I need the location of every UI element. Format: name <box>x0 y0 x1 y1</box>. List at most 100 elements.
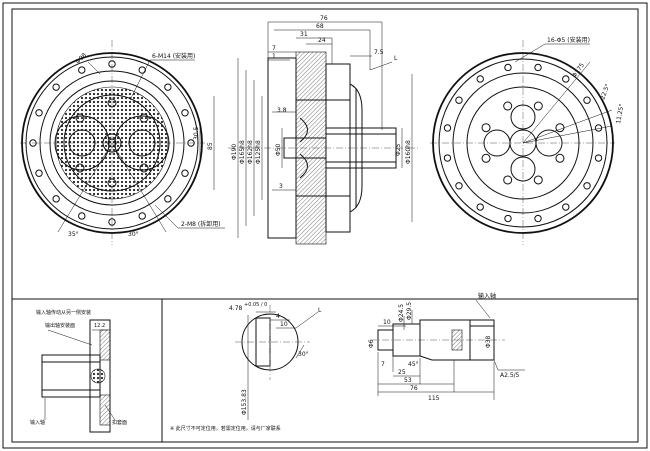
shaft-len-25: 25 <box>398 369 406 376</box>
rear-mounting-hole <box>443 154 452 162</box>
front-dim-85: 85 <box>207 142 214 150</box>
rear-hole-label: 16-Φ5 (安装用) <box>547 36 590 44</box>
shaft-len-7: 7 <box>381 361 385 368</box>
side-leader-l: L <box>394 55 398 62</box>
detail-view <box>235 305 319 420</box>
side-top-dim: 7.5 <box>374 49 384 56</box>
front-mounting-hole <box>29 139 37 147</box>
rear-mounting-hole <box>504 214 512 223</box>
rear-mounting-hole <box>583 96 591 104</box>
side-top-dim: 1 <box>272 53 276 60</box>
shaft-len-53: 53 <box>404 377 412 384</box>
front-mounting-hole <box>78 212 86 220</box>
rear-mounting-hole <box>455 96 463 104</box>
rear-inner-hole <box>503 175 513 185</box>
rear-mounting-hole <box>455 182 463 190</box>
detail-leader-l: L <box>318 307 322 314</box>
rear-mounting-hole <box>504 63 512 72</box>
rear-mounting-hole <box>583 182 591 190</box>
front-mounting-hole <box>181 169 189 177</box>
front-mounting-hole <box>181 109 189 117</box>
side-dia-190: Φ190 <box>231 144 238 160</box>
front-mounting-hole <box>187 139 195 147</box>
front-dim-30-5: 30.5 <box>193 126 200 140</box>
front-mounting-hole <box>35 109 43 117</box>
front-mounting-hole <box>108 60 116 68</box>
side-dia-160: Φ160h8 <box>405 140 412 164</box>
rear-mounting-hole <box>534 214 542 223</box>
rear-mounting-hole <box>594 154 603 162</box>
side-top-dim: 68 <box>316 23 324 30</box>
shaft-angle: 45° <box>408 361 419 368</box>
detail-dim-10: 10 <box>280 321 288 328</box>
rear-inner-hole <box>481 153 491 163</box>
front-mounting-hole <box>78 66 86 74</box>
rear-mounting-hole <box>443 124 452 132</box>
inner-frame <box>11 8 639 443</box>
side-dia-25: Φ25 <box>395 143 402 156</box>
inset-title: 输入轴传动从另一侧安装 <box>36 309 91 316</box>
side-dim-3: 3 <box>279 183 283 190</box>
front-mounting-hole <box>108 218 116 226</box>
side-top-dim: 31 <box>300 31 308 38</box>
shaft-center-hole: A2.5/5 <box>500 372 520 379</box>
detail-dim-4: 4 <box>276 313 280 320</box>
rear-inner-hole <box>481 123 491 133</box>
shaft-len-76: 76 <box>410 385 418 392</box>
front-bottom-label: 2-M8 (拆卸用) <box>181 220 221 228</box>
shaft-dia-29-5: Φ29.5 <box>406 302 413 320</box>
rear-angle-2: 11.25° <box>615 103 625 124</box>
rear-view <box>430 40 615 245</box>
shaft-len-115: 115 <box>428 395 440 402</box>
inset-bottom-label: 扣套面 <box>112 419 127 426</box>
front-view <box>20 40 225 245</box>
shaft-input-label: 输入轴 <box>478 292 496 300</box>
inset-input-label: 输入轴 <box>30 419 45 426</box>
front-mounting-hole <box>52 195 60 203</box>
detail-note: ※ 此尺寸不可定位用，若需定位用，请与厂家联系 <box>170 425 281 432</box>
side-view <box>228 21 420 245</box>
rear-mounting-hole <box>562 203 570 211</box>
rear-inner-hole <box>533 175 543 185</box>
front-hole-label: 6-M14 (安装用) <box>152 52 195 60</box>
shaft-dia-38: Φ38 <box>485 335 492 348</box>
rear-mounting-hole <box>534 63 542 72</box>
detail-tol: +0.05 / 0 <box>244 302 267 308</box>
shaft-dia-6: Φ6 <box>368 339 375 348</box>
side-dia-165: Φ165h8 <box>239 140 246 164</box>
front-angle-right: 30° <box>128 231 139 238</box>
detail-dim-top: 4.78 <box>229 305 243 312</box>
side-top-dim: 7 <box>272 45 276 52</box>
front-mounting-hole <box>35 169 43 177</box>
side-dia-125: Φ125h8 <box>255 140 262 164</box>
side-dia-50: Φ50 <box>275 143 282 156</box>
side-dim-3-8: 3.8 <box>277 107 287 114</box>
rear-inner-hole <box>503 101 513 111</box>
inset-drawing <box>41 319 116 433</box>
rear-mounting-hole <box>476 75 484 83</box>
front-angle-left: 35° <box>68 231 79 238</box>
inset-box <box>11 298 163 443</box>
side-dia-162: Φ162h8 <box>247 140 254 164</box>
rear-mounting-hole <box>476 203 484 211</box>
shaft-dia-24-5: Φ24.5 <box>398 304 405 322</box>
inset-dim: 12.2 <box>94 323 105 329</box>
front-mounting-hole <box>138 212 146 220</box>
inset-label-2: 输出轴安装面 <box>45 322 75 329</box>
front-mounting-hole <box>164 195 172 203</box>
front-mounting-hole <box>164 83 172 91</box>
detail-dim-30: 30° <box>298 351 309 358</box>
shaft-view <box>370 299 525 400</box>
rear-mounting-hole <box>562 75 570 83</box>
rear-inner-hole <box>533 101 543 111</box>
front-mounting-hole <box>138 66 146 74</box>
detail-dia: Φ153.83 <box>241 389 248 415</box>
rear-inner-hole <box>555 153 565 163</box>
shaft-len-10: 10 <box>383 319 391 326</box>
rear-angle-1: 22.5° <box>599 83 611 101</box>
front-mounting-hole <box>52 83 60 91</box>
side-top-dim: 76 <box>320 15 328 22</box>
